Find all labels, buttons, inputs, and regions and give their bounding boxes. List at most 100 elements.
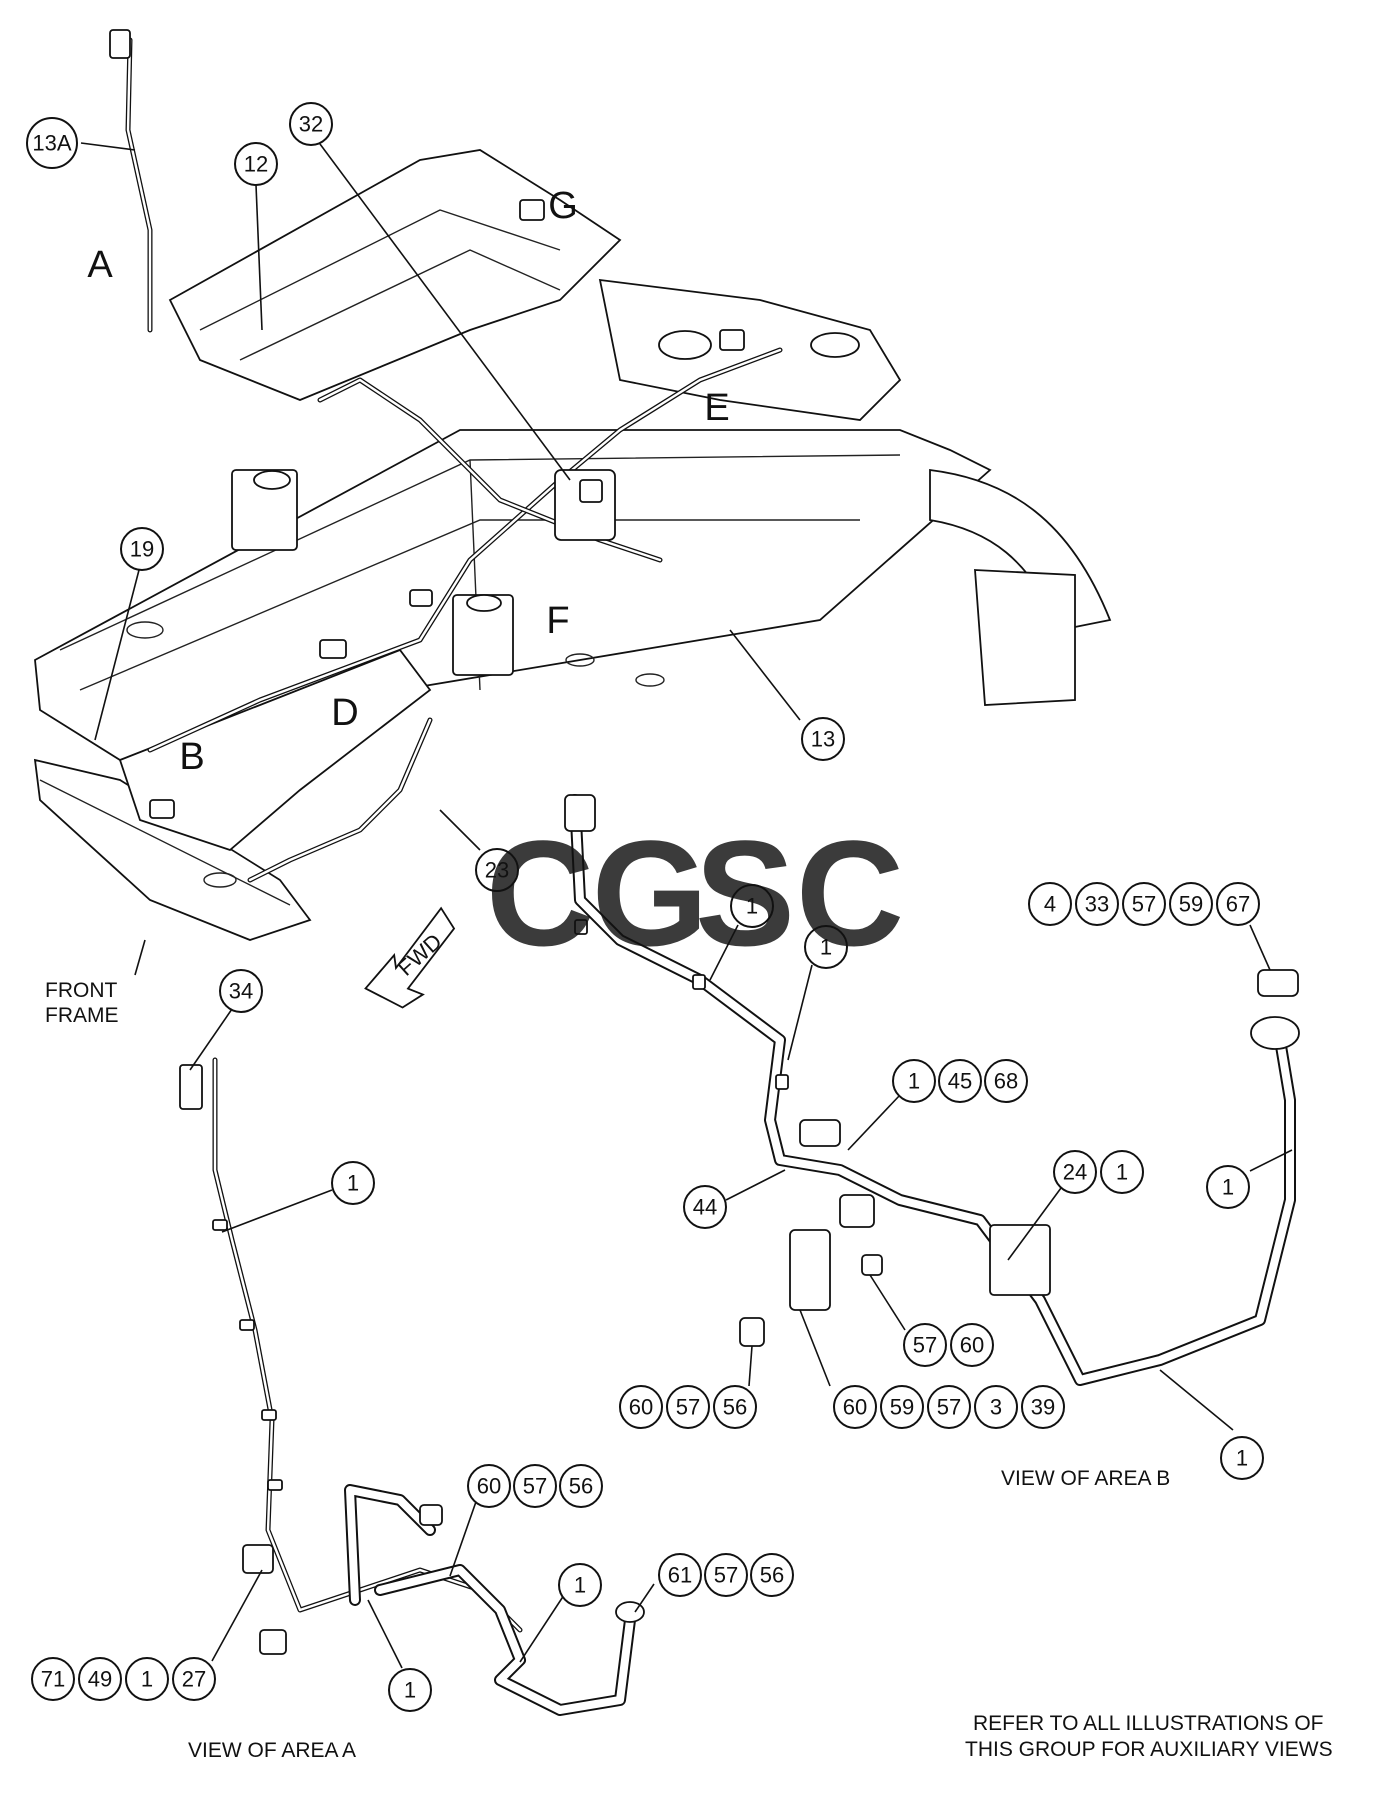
callout-label: 1 [404,1678,416,1703]
callout-1-view-b-a: 1 [730,884,774,928]
callout-label: 1 [908,1069,920,1094]
callout-24: 24 [1053,1150,1097,1194]
callout-group-71-49-1-27: 71 49 1 27 [31,1657,216,1701]
callout-1-view-b-bottom: 1 [1220,1436,1264,1480]
callout-label: 61 [668,1563,692,1588]
callout-1-view-b-b: 1 [804,925,848,969]
watermark-letter-c1: C [486,809,594,977]
callout-1: 1 [125,1657,169,1701]
fwd-arrow: FWD [364,906,456,1009]
callout-1-view-b-right: 1 [1206,1165,1250,1209]
view-b-leaders [709,924,1293,1431]
callout-label: 34 [229,979,253,1004]
view-of-area-b-caption: VIEW OF AREA B [1001,1467,1170,1490]
callout-group-61-57-56: 61 57 56 [658,1553,794,1597]
callout-57: 57 [704,1553,748,1597]
area-letter-e: E [704,387,729,429]
callout-57: 57 [666,1385,710,1429]
view-a-leaders [189,1008,655,1669]
callout-label: 32 [299,112,323,137]
callout-3: 3 [974,1385,1018,1429]
area-letter-d: D [331,692,358,734]
callout-label: 60 [629,1395,653,1420]
callout-label: 49 [88,1667,112,1692]
callout-label: 59 [890,1395,914,1420]
callout-label: 33 [1085,892,1109,917]
callout-57: 57 [1122,882,1166,926]
callout-23: 23 [475,848,519,892]
callout-13a: 13A [26,117,78,169]
callout-label: 57 [937,1395,961,1420]
callout-1-view-a-clip: 1 [331,1161,375,1205]
callout-4: 4 [1028,882,1072,926]
watermark-letter-g: G [592,809,709,977]
watermark-letter-s: S [695,809,795,977]
callout-1: 1 [1100,1150,1144,1194]
callout-56: 56 [713,1385,757,1429]
callout-60: 60 [950,1323,994,1367]
rear-frame-assembly [33,29,1112,941]
callout-group-60-57-56-lower: 60 57 56 [619,1385,757,1429]
callout-71: 71 [31,1657,75,1701]
callout-label: 24 [1063,1160,1087,1185]
callout-label: 57 [1132,892,1156,917]
callout-1-view-a-bottom: 1 [388,1668,432,1712]
callout-57: 57 [903,1323,947,1367]
callout-group-60-59-57-3-39: 60 59 57 3 39 [833,1385,1065,1429]
callout-34: 34 [219,969,263,1013]
front-frame-label: FRONT FRAME [45,939,146,1027]
callout-label: 59 [1179,892,1203,917]
callout-label: 4 [1044,892,1056,917]
callout-56: 56 [750,1553,794,1597]
callout-45: 45 [938,1059,982,1103]
callout-label: 60 [843,1395,867,1420]
callout-label: 3 [990,1395,1002,1420]
callout-44: 44 [683,1185,727,1229]
callout-label: 57 [676,1395,700,1420]
callout-label: 13 [811,727,835,752]
callout-61: 61 [658,1553,702,1597]
callout-32: 32 [289,102,333,146]
callout-label: 1 [1236,1446,1248,1471]
callout-label: 1 [347,1171,359,1196]
callout-1: 1 [892,1059,936,1103]
callout-label: 13A [32,131,71,156]
callout-label: 44 [693,1195,717,1220]
view-of-area-a-caption: VIEW OF AREA A [188,1739,356,1762]
callout-label: 1 [574,1573,586,1598]
callout-label: 56 [569,1474,593,1499]
main-leaders [80,142,801,851]
callout-label: 27 [182,1667,206,1692]
auxiliary-views-note: REFER TO ALL ILLUSTRATIONS OF THIS GROUP… [965,1712,1333,1761]
callout-label: 56 [760,1563,784,1588]
front-frame-line-2: FRAME [45,1004,119,1027]
callout-1-view-a-hose: 1 [558,1563,602,1607]
callout-label: 57 [913,1333,937,1358]
callout-12: 12 [234,142,278,186]
callout-label: 39 [1031,1395,1055,1420]
callout-33: 33 [1075,882,1119,926]
callout-label: 1 [1116,1160,1128,1185]
callout-59: 59 [880,1385,924,1429]
callout-group-60-57-56-upper: 60 57 56 [467,1464,603,1508]
callout-label: 67 [1226,892,1250,917]
callout-49: 49 [78,1657,122,1701]
note-line-1: REFER TO ALL ILLUSTRATIONS OF [973,1712,1323,1735]
callout-group-57-60: 57 60 [903,1323,994,1367]
callout-68: 68 [984,1059,1028,1103]
cgsc-watermark: C G S C [486,809,904,977]
callout-label: 57 [714,1563,738,1588]
area-letter-b: B [179,736,204,778]
callout-27: 27 [172,1657,216,1701]
area-letter-f: F [546,600,569,642]
callout-56: 56 [559,1464,603,1508]
callout-label: 1 [820,935,832,960]
callout-19: 19 [120,527,164,571]
callout-group-4-33-57-59-67: 4 33 57 59 67 [1028,882,1260,926]
view-area-a [179,1057,645,1716]
callout-13: 13 [801,717,845,761]
callout-group-1-45-68: 1 45 68 [892,1059,1028,1103]
callout-label: 57 [523,1474,547,1499]
callout-57: 57 [927,1385,971,1429]
